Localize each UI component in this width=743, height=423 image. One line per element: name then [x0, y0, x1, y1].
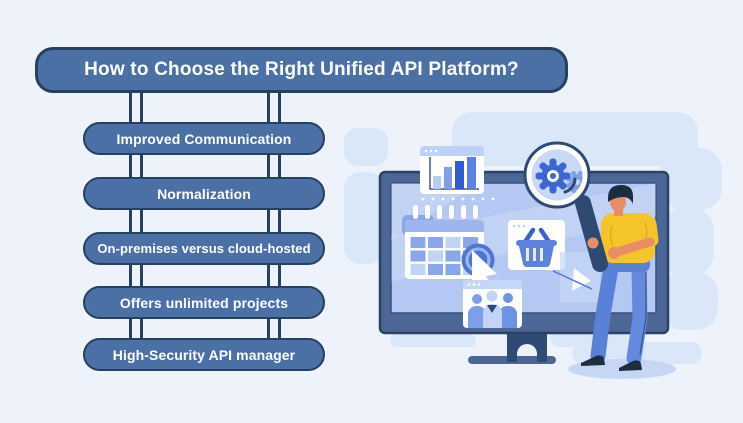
person-hand [587, 237, 599, 249]
person-left-shoe [581, 355, 605, 366]
connector-rail [129, 91, 132, 355]
page-title-label: How to Choose the Right Unified API Plat… [84, 59, 519, 80]
person-hair [608, 185, 633, 204]
person-right-leg [626, 260, 648, 366]
step-improved-communication: Improved Communication [83, 122, 325, 155]
person-right-shoe [619, 360, 642, 371]
bar-chart-window-icon [420, 146, 495, 201]
step-label: Improved Communication [116, 130, 292, 147]
step-high-security-api-manager: High-Security API manager [83, 338, 325, 371]
step-normalization: Normalization [83, 177, 325, 210]
step-label: Normalization [157, 185, 251, 202]
dotted-divider [421, 197, 495, 201]
person-left-leg [590, 260, 619, 364]
step-label: On-premises versus cloud-hosted [97, 241, 311, 256]
connector-rail [140, 91, 143, 355]
calendar-icon [402, 205, 484, 279]
person-front [587, 185, 655, 259]
person-hand [608, 247, 620, 259]
page-title: How to Choose the Right Unified API Plat… [35, 47, 568, 93]
connector-rail [267, 91, 270, 355]
step-label: High-Security API manager [112, 346, 296, 363]
person-forearm [612, 237, 655, 257]
step-label: Offers unlimited projects [119, 294, 289, 311]
shopping-basket-window-icon [508, 220, 565, 270]
connector-rail [278, 91, 281, 355]
team-window-icon [463, 280, 522, 328]
monitor-stand [507, 333, 547, 362]
step-on-premises-vs-cloud: On-premises versus cloud-hosted [83, 232, 325, 265]
main-gear [535, 158, 571, 194]
magnifier-gear-icon [523, 141, 591, 209]
step-unlimited-projects: Offers unlimited projects [83, 286, 325, 319]
illustration [344, 112, 722, 379]
magnifier-handle [575, 195, 608, 272]
